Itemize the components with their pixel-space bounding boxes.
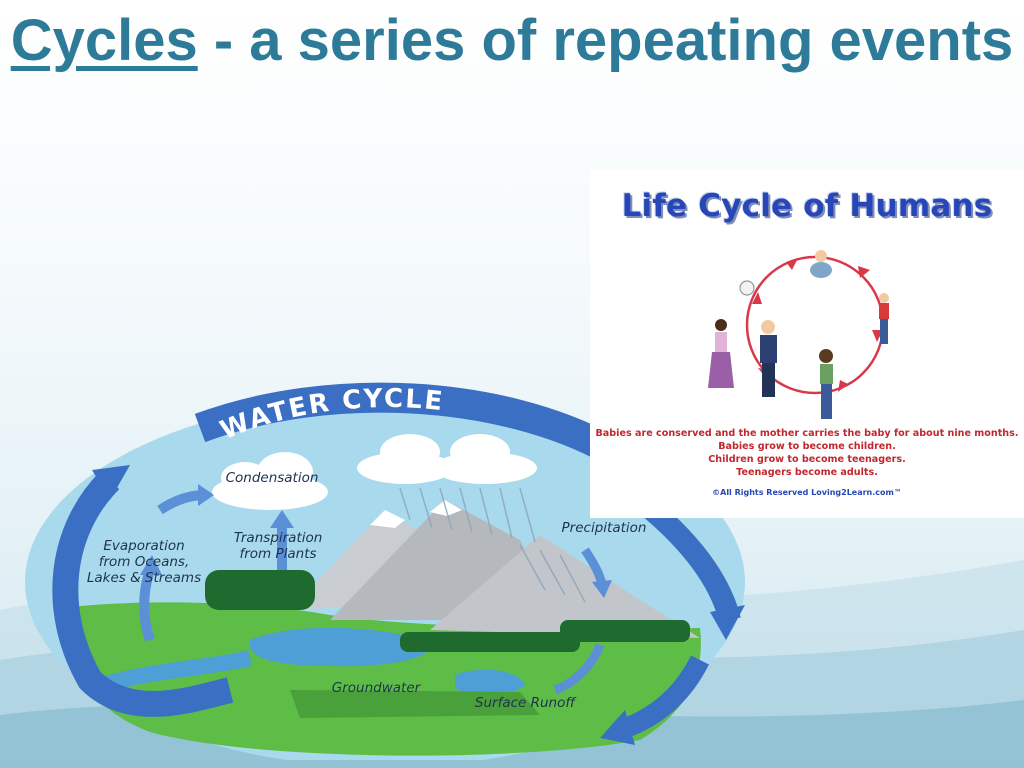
cloud-condensation [212,452,328,510]
lake [249,627,432,667]
arrow-left [52,470,234,717]
adult-man-figure [760,320,777,397]
caption-line: Babies are conserved and the mother carr… [595,428,1019,439]
mountain-right [430,535,700,638]
label-condensation: Condensation [225,470,319,486]
cloud-precipitation [357,434,537,484]
arrowhead-evaporation [140,555,162,575]
water-cycle-diagram: WATER CYCLE [25,382,745,760]
life-cycle-image: Life Cycle of Humans Babies are conserve… [590,170,1024,518]
slide-title: Cycles - a series of repeating events [0,8,1024,74]
arrowhead-transpiration [270,510,294,528]
caption-line: Children grow to become teenagers. [708,454,906,465]
baby-figure [810,250,832,278]
label-surface-runoff: Surface Runoff [474,695,576,711]
life-cycle-diagram [708,250,889,419]
runoff-pond [455,669,525,695]
label-precipitation: Precipitation [561,520,647,536]
label-groundwater: Groundwater [331,680,421,696]
label-evaporation: Evaporation from Oceans, Lakes & Streams [86,538,202,586]
title-definition: - a series of repeating events [197,8,1014,73]
snow-cap [370,510,405,528]
arrowhead-evap-to-cloud [198,484,214,506]
egg-icon [739,280,755,296]
caption-line: Babies grow to become children. [718,441,896,452]
label-transpiration: Transpiration from Plants [233,530,323,562]
title-term: Cycles [10,8,198,73]
tree-line [205,570,690,652]
adult-woman-figure [708,319,734,388]
child-figure [879,293,889,344]
rain-streaks [399,487,586,603]
life-cycle-copyright: ©All Rights Reserved Loving2Learn.com™ [712,488,902,497]
arrowhead-precipitation [592,580,612,598]
arrowhead-left [92,465,130,500]
arrowhead-bottom-right [600,710,635,745]
arrow-runoff [553,643,605,695]
arrow-top [194,382,618,464]
life-cycle-caption: Babies are conserved and the mother carr… [590,427,1024,479]
caption-line: Teenagers become adults. [736,467,878,478]
teenager-figure [819,349,833,419]
arrowhead-right [710,605,745,640]
groundwater-layer [290,690,540,718]
life-cycle-title: Life Cycle of Humans [621,188,993,224]
